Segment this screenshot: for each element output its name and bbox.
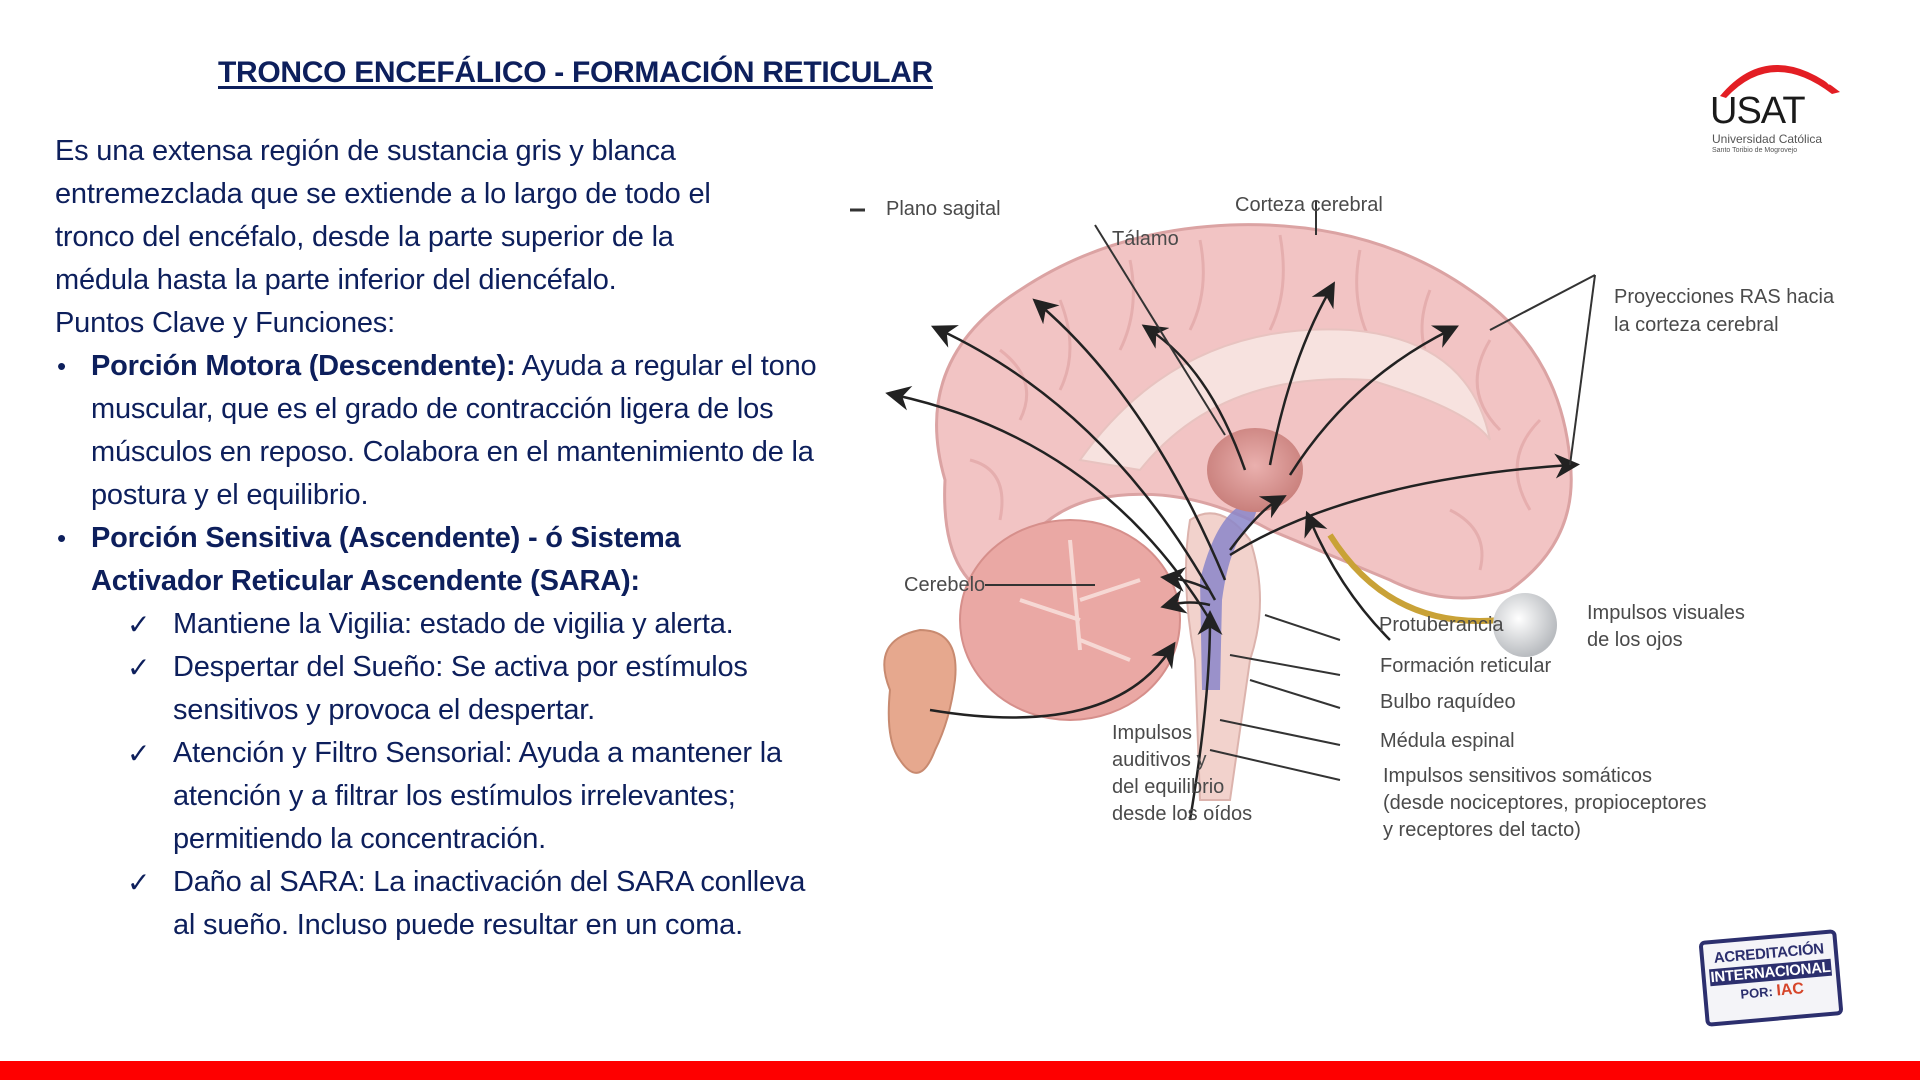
logo-subtitle: Universidad Católica (1712, 132, 1823, 146)
bullet-sensitiva: • Porción Sensitiva (Ascendente) - ó Sis… (55, 517, 755, 603)
label-somaticos-3: y receptores del tacto) (1383, 819, 1581, 841)
body-text: Es una extensa región de sustancia gris … (55, 130, 855, 947)
footer-bar (0, 1061, 1920, 1080)
label-visuales-1: Impulsos visuales (1587, 602, 1745, 624)
logo-wordmark: USAT (1710, 90, 1806, 132)
bullet-motora: • Porción Motora (Descendente): Ayuda a … (55, 345, 825, 517)
logo-arc-icon (1720, 52, 1841, 98)
checkmark-icon: ✓ (127, 866, 151, 899)
label-auditivos-3: del equilibrio (1112, 776, 1225, 798)
bullet-icon: • (57, 351, 66, 381)
label-protuberancia: Protuberancia (1379, 614, 1504, 636)
checkmark-icon: ✓ (127, 737, 151, 770)
check-item: ✓ Despertar del Sueño: Se activa por est… (127, 646, 847, 732)
check-item: ✓ Atención y Filtro Sensorial: Ayuda a m… (127, 732, 867, 861)
intro-line: Es una extensa región de sustancia gris … (55, 135, 676, 167)
brain-illustration (850, 200, 1596, 821)
label-talamo: Tálamo (1112, 228, 1179, 250)
accreditation-badge: ACREDITACIÓN INTERNACIONAL POR: IAC (1698, 929, 1844, 1027)
label-somaticos-2: (desde nociceptores, propioceptores (1383, 792, 1707, 814)
bullet-text: Ayuda a regular el tono muscular, que es… (91, 350, 817, 511)
check-item: ✓ Mantiene la Vigilia: estado de vigilia… (127, 603, 847, 646)
intro-line: médula hasta la parte inferior del dienc… (55, 264, 617, 296)
label-auditivos-1: Impulsos (1112, 722, 1193, 744)
checkmark-icon: ✓ (127, 651, 151, 684)
slide-title: TRONCO ENCEFÁLICO - FORMACIÓN RETICULAR (218, 56, 933, 89)
brain-diagram: Plano sagital Corteza cerebral Tálamo Pr… (850, 180, 1900, 860)
iac-logo: IAC (1775, 980, 1805, 1000)
label-somaticos-1: Impulsos sensitivos somáticos (1383, 765, 1652, 787)
label-proyecciones-2: la corteza cerebral (1614, 314, 1779, 336)
label-medula: Médula espinal (1380, 730, 1515, 752)
label-plano-sagital: Plano sagital (886, 198, 1001, 220)
label-bulbo: Bulbo raquídeo (1380, 691, 1516, 713)
key-points-heading: Puntos Clave y Funciones: (55, 307, 395, 339)
label-corteza: Corteza cerebral (1235, 194, 1383, 216)
label-visuales-2: de los ojos (1587, 629, 1683, 651)
logo-subtitle-2: Santo Toribio de Mogrovejo (1712, 147, 1798, 154)
intro-line: entremezclada que se extiende a lo largo… (55, 178, 711, 210)
check-item: ✓ Daño al SARA: La inactivación del SARA… (127, 861, 807, 947)
label-formacion: Formación reticular (1380, 655, 1552, 677)
checkmark-icon: ✓ (127, 608, 151, 641)
intro-line: tronco del encéfalo, desde la parte supe… (55, 221, 674, 253)
check-list: ✓ Mantiene la Vigilia: estado de vigilia… (127, 603, 855, 947)
bullet-bold: Porción Sensitiva (Ascendente) - ó Siste… (91, 522, 681, 597)
usat-logo: USAT Universidad Católica Santo Toribio … (1700, 44, 1870, 164)
bullet-bold: Porción Motora (Descendente): (91, 350, 516, 382)
label-proyecciones-1: Proyecciones RAS hacia (1614, 286, 1835, 308)
label-auditivos-4: desde los oídos (1112, 803, 1253, 825)
label-cerebelo: Cerebelo (904, 574, 986, 596)
bullet-icon: • (57, 523, 66, 553)
label-auditivos-2: auditivos y (1112, 749, 1207, 771)
